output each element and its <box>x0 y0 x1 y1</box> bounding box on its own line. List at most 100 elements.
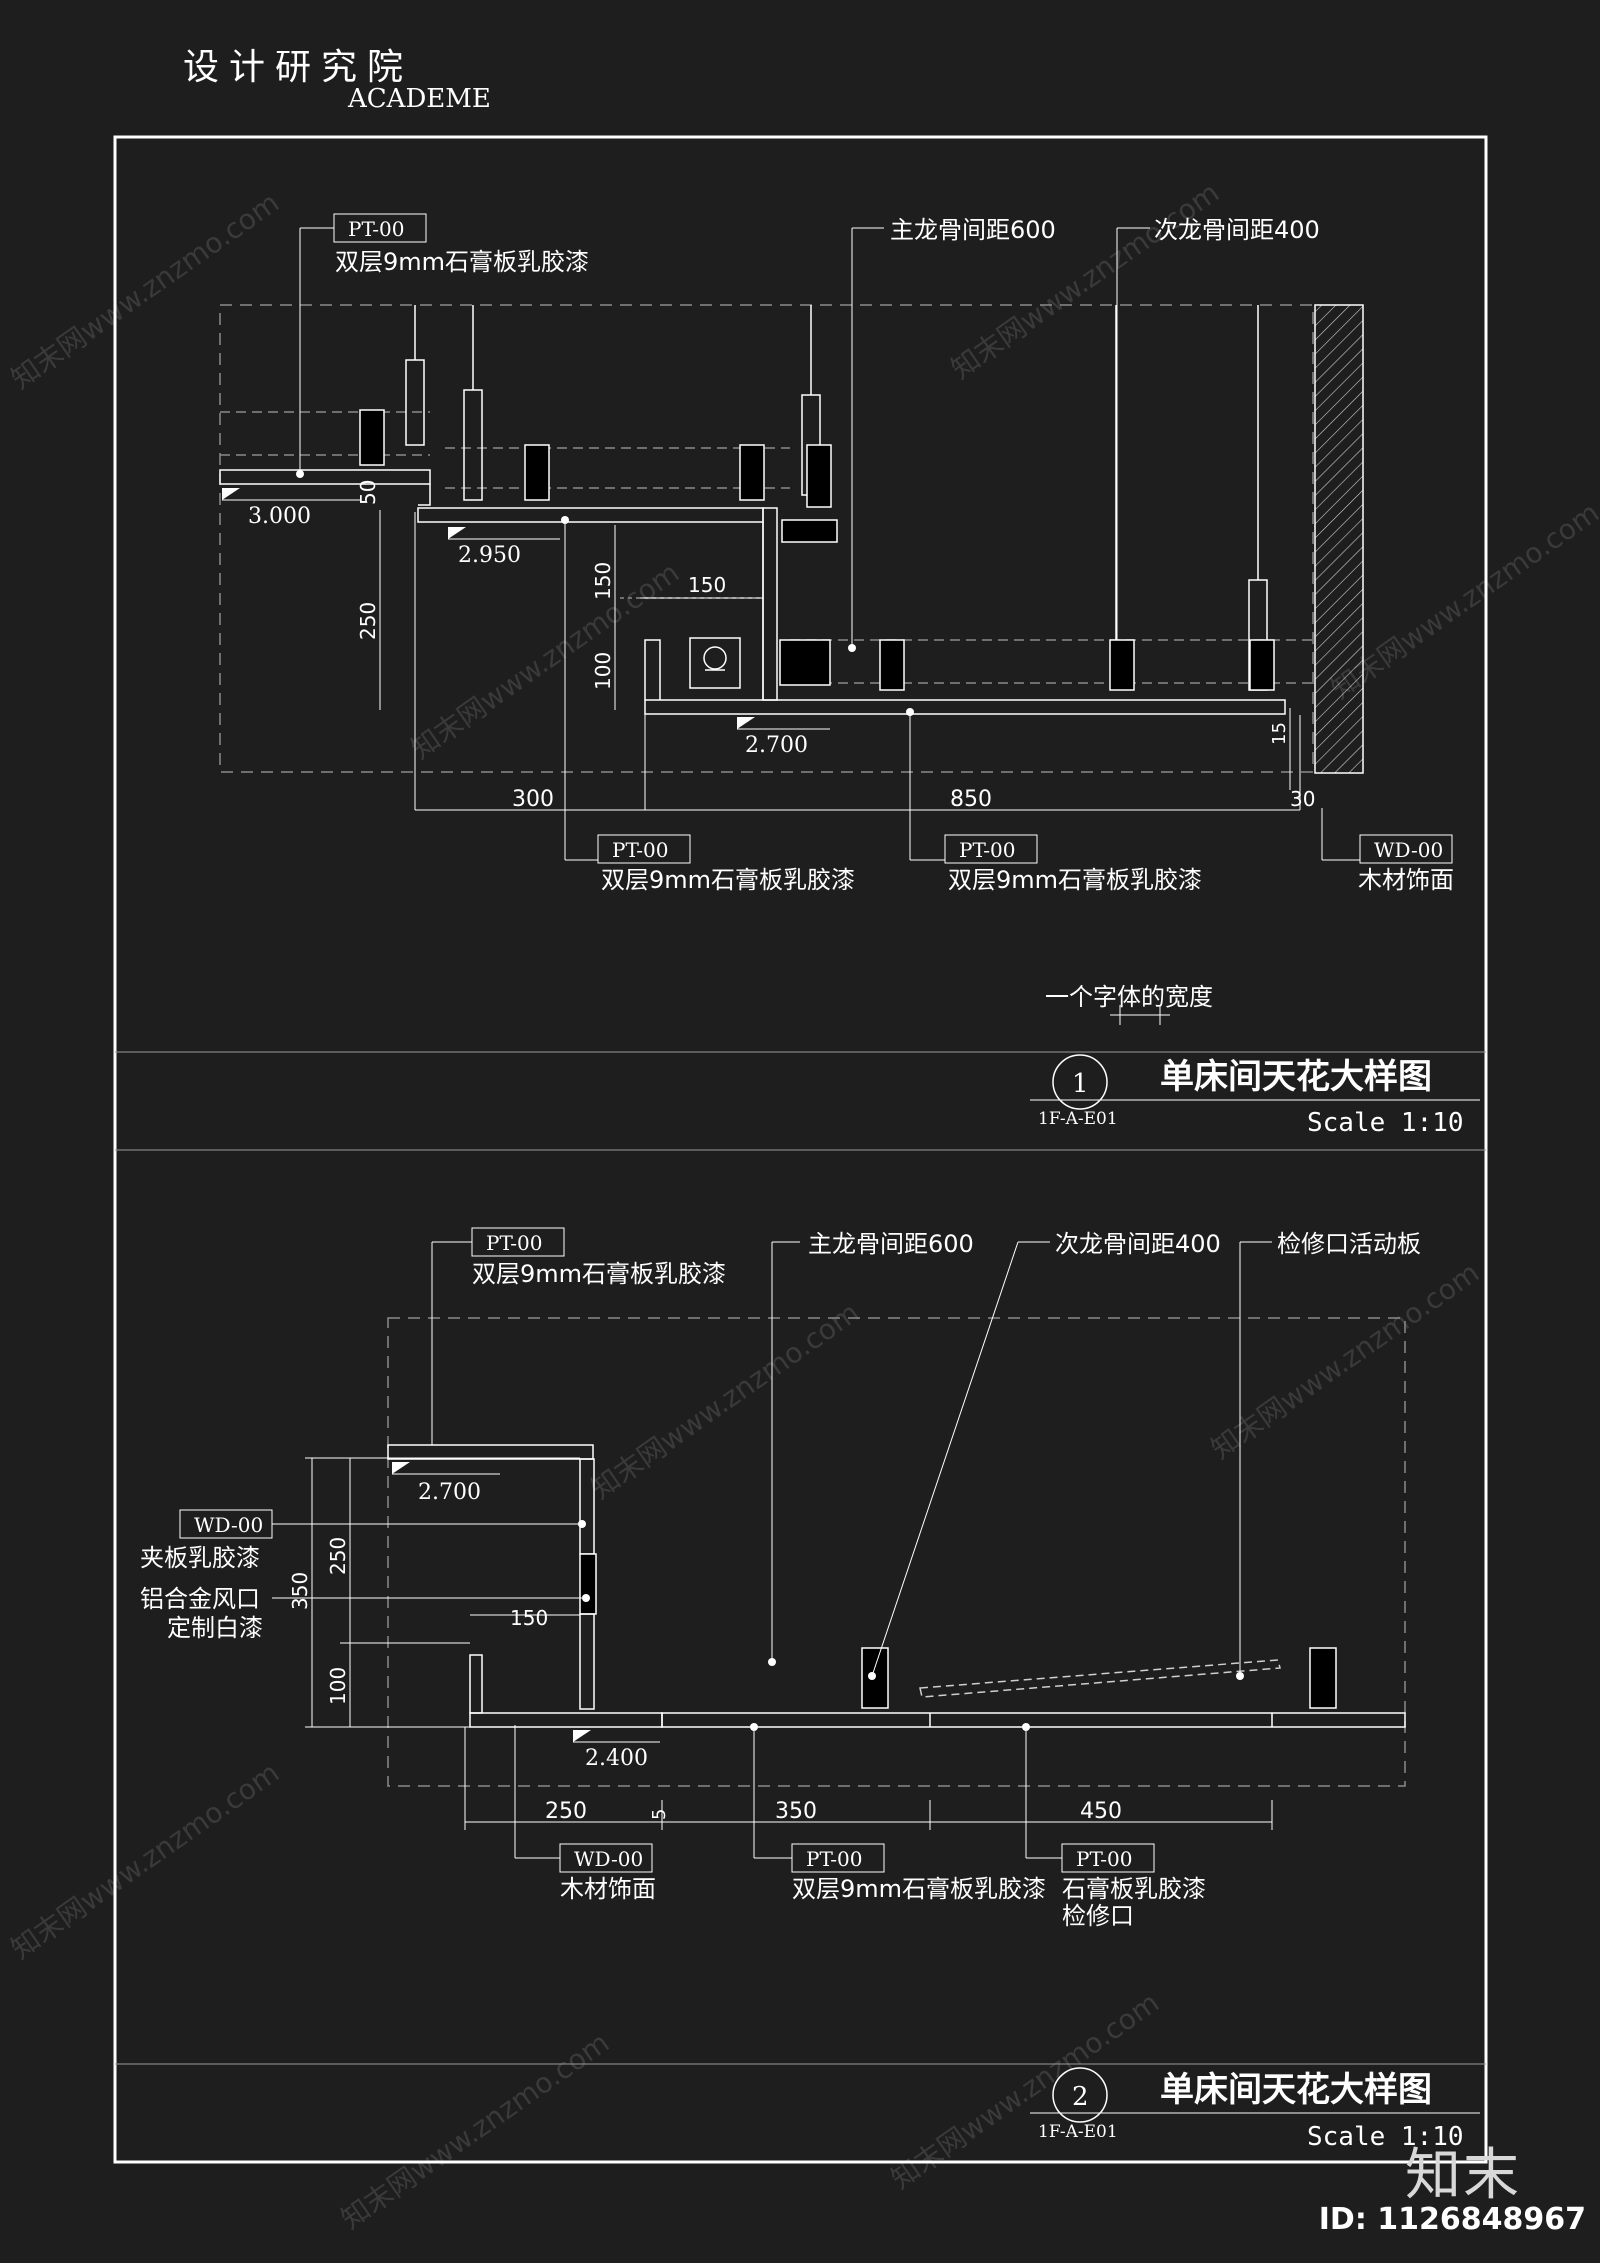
tag-box <box>1359 834 1453 864</box>
dim-150-vertical: 150 <box>591 562 615 600</box>
dim-30: 30 <box>1290 787 1315 811</box>
detail-2 <box>179 1227 1480 2123</box>
board <box>579 1613 595 1710</box>
brand-logo: 知末 <box>1405 2143 1521 2208</box>
elevation-2700: 2.700 <box>745 733 808 758</box>
access-panel-callout: 检修口活动板 <box>1277 1230 1421 1258</box>
tag-code: PT-00 <box>486 1231 542 1255</box>
detail-title: 单床间天花大样图 <box>1160 2070 1432 2110</box>
vent-callout: 定制白漆 <box>167 1614 263 1642</box>
tag-code: WD-00 <box>574 1847 643 1871</box>
dim-15: 15 <box>1269 722 1290 745</box>
keel <box>359 409 385 466</box>
board <box>417 507 764 523</box>
tag-desc: 双层9mm石膏板乳胶漆 <box>792 1875 1046 1903</box>
detail-ref: 1F-A-E01 <box>1038 2122 1118 2142</box>
tag-code: PT-00 <box>959 838 1015 862</box>
tag-code: PT-00 <box>348 217 404 241</box>
tag-box <box>944 834 1038 864</box>
dim-350: 350 <box>775 1799 817 1824</box>
watermark: 知末网www.znzmo.com <box>335 2026 615 2236</box>
board <box>762 507 778 701</box>
board <box>469 1654 483 1714</box>
board <box>469 1712 663 1728</box>
elevation-3000: 3.000 <box>248 504 311 529</box>
dim-5: 5 <box>649 1809 670 1820</box>
keel <box>1309 1647 1337 1709</box>
tag-desc: 双层9mm石膏板乳胶漆 <box>472 1260 726 1288</box>
dim-100-vertical: 100 <box>326 1667 350 1705</box>
vent-callout: 铝合金风口 <box>140 1585 260 1613</box>
tag-code: PT-00 <box>806 1847 862 1871</box>
watermark: 知末网www.znzmo.com <box>945 176 1225 386</box>
wall-hatch <box>1314 304 1364 774</box>
detail-1 <box>219 213 1480 1110</box>
watermark: 知末网www.znzmo.com <box>5 186 285 396</box>
image-id: ID: 1126848967 <box>1318 2202 1586 2237</box>
tag-box <box>179 1509 273 1539</box>
detail-number-circle <box>1052 1054 1108 1110</box>
board <box>661 1712 1406 1728</box>
tag-desc: 双层9mm石膏板乳胶漆 <box>335 248 589 276</box>
tag-box <box>559 1843 653 1873</box>
tag-code: PT-00 <box>1076 1847 1132 1871</box>
dim-150-horizontal: 150 <box>688 573 726 597</box>
tag-code: WD-00 <box>1374 838 1443 862</box>
tag-desc: 夹板乳胶漆 <box>140 1544 260 1572</box>
detail-1-labels: PT-00 双层9mm石膏板乳胶漆 主龙骨间距600 次龙骨间距400 3.00… <box>248 216 1464 1138</box>
tag-desc: 木材饰面 <box>1358 866 1454 894</box>
tag-box <box>597 834 691 864</box>
hanger <box>405 359 425 446</box>
sub-keel-callout: 次龙骨间距400 <box>1154 216 1320 244</box>
tag-box <box>471 1227 565 1257</box>
tag-desc: 木材饰面 <box>560 1875 656 1903</box>
elevation-2400: 2.400 <box>585 1746 648 1771</box>
detail-title: 单床间天花大样图 <box>1160 1057 1432 1097</box>
vent <box>579 1553 597 1615</box>
dim-300: 300 <box>512 787 554 812</box>
main-keel-callout: 主龙骨间距600 <box>890 216 1056 244</box>
tag-desc: 石膏板乳胶漆 <box>1062 1875 1206 1903</box>
dim-150-horizontal: 150 <box>510 1606 548 1630</box>
keel <box>1249 639 1275 691</box>
access-panel <box>919 1659 1281 1698</box>
board <box>219 469 431 485</box>
tag-code: PT-00 <box>612 838 668 862</box>
dim-100: 100 <box>591 652 615 690</box>
keel <box>781 519 838 543</box>
institute-subtitle: ACADEME <box>348 84 491 114</box>
detail-extent <box>387 1317 1406 1787</box>
hanger <box>463 389 483 501</box>
tag-desc: 双层9mm石膏板乳胶漆 <box>601 866 855 894</box>
keel <box>739 444 765 501</box>
keel <box>779 639 831 686</box>
tag-code: WD-00 <box>194 1513 263 1537</box>
keel <box>524 444 550 501</box>
detail-number: 2 <box>1072 2082 1089 2112</box>
detail-number-circle <box>1052 2067 1108 2123</box>
watermark: 知末网www.znzmo.com <box>585 1296 865 1506</box>
tag-desc-line2: 检修口 <box>1062 1902 1134 1930</box>
board <box>387 1444 594 1460</box>
dim-50: 50 <box>356 480 380 505</box>
keel <box>879 639 905 691</box>
tag-desc: 双层9mm石膏板乳胶漆 <box>948 866 1202 894</box>
dim-850: 850 <box>950 787 992 812</box>
keel <box>806 444 832 508</box>
watermark: 知末网www.znzmo.com <box>405 556 685 766</box>
watermark: 知末网www.znzmo.com <box>1205 1256 1485 1466</box>
dim-250-vertical: 250 <box>326 1537 350 1575</box>
detail-2-labels: PT-00 双层9mm石膏板乳胶漆 主龙骨间距600 次龙骨间距400 检修口活… <box>140 1230 1464 2152</box>
watermark: 知末网www.znzmo.com <box>885 1986 1165 2196</box>
detail-extent <box>219 304 1314 773</box>
elevation-2950: 2.950 <box>458 543 521 568</box>
tag-box <box>791 1843 885 1873</box>
dim-450: 450 <box>1080 1799 1122 1824</box>
institute-title: 设计研究院 <box>183 47 414 88</box>
board <box>644 699 1286 715</box>
main-keel-callout: 主龙骨间距600 <box>808 1230 974 1258</box>
detail-scale: Scale 1:10 <box>1307 2122 1464 2152</box>
dim-250: 250 <box>545 1799 587 1824</box>
